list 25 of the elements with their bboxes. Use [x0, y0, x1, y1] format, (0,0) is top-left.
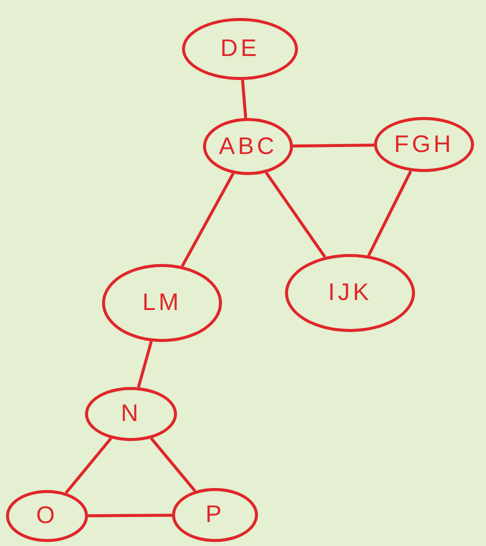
connector-line [264, 172, 326, 258]
node-ellipse [285, 254, 415, 332]
node-label: FGH [394, 130, 454, 158]
node-ellipse [374, 117, 474, 172]
node-label: N [120, 400, 142, 428]
node-ellipse [203, 118, 293, 175]
node-ellipse [182, 18, 298, 80]
connector-line [180, 172, 235, 267]
connector-line [150, 437, 196, 492]
node-label: O [36, 502, 58, 530]
node-ellipse [85, 387, 177, 441]
node-label: IJK [328, 279, 372, 307]
node-ellipse [172, 488, 258, 542]
node-ellipse [6, 490, 88, 542]
connector-line [367, 170, 412, 256]
node-label: P [205, 501, 224, 529]
connector-line [292, 144, 374, 148]
connector-line [137, 340, 153, 388]
node-label: DE [220, 35, 260, 63]
connector-line [88, 514, 172, 518]
node-label: ABC [218, 132, 278, 160]
node-label: LM [142, 289, 182, 317]
connector-line [241, 80, 248, 118]
node-ellipse [102, 264, 222, 342]
connector-line [64, 437, 112, 494]
